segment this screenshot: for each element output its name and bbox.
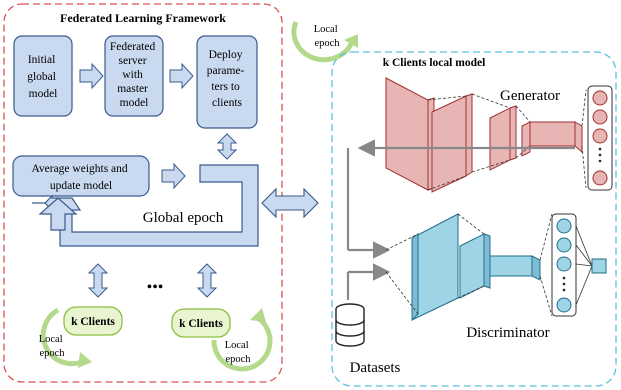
arrow-right-client-updown	[196, 263, 218, 298]
average-weights-label: Average weights and update model	[31, 163, 130, 192]
deploy-parameters-box[interactable]	[196, 35, 258, 129]
arrow-deploy-updown	[216, 133, 238, 160]
initial-model-box[interactable]	[13, 35, 73, 117]
generator-output-column	[587, 85, 613, 191]
initial-model-label: Initial global model	[27, 54, 59, 100]
arrow-server-to-deploy	[169, 62, 194, 90]
arrow-initial-to-server	[79, 62, 104, 90]
generator-network	[385, 77, 583, 193]
database-icon	[335, 303, 365, 347]
federated-server-box[interactable]	[104, 35, 164, 117]
local-epoch-loop-left-head	[78, 352, 92, 368]
discriminator-network	[411, 213, 541, 322]
client-box-right[interactable]	[171, 308, 231, 338]
discriminator-label: Discriminator	[466, 325, 549, 341]
top-local-epoch-loop-head	[344, 34, 358, 48]
fl-framework-border	[3, 3, 283, 383]
arrow-between-panels	[261, 187, 319, 219]
discriminator-output-node	[591, 258, 607, 274]
arrow-into-average	[161, 162, 186, 190]
global-epoch-label: Global epoch	[143, 210, 224, 226]
client-label-right: k Clients	[179, 318, 223, 330]
local-epoch-loop-right	[211, 315, 273, 372]
data-flow-lines	[346, 139, 575, 300]
local-epoch-label-left: Local epoch	[39, 334, 66, 359]
deploy-parameters-label: Deploy parame- ters to clients	[207, 49, 248, 109]
client-label-left: k Clients	[71, 316, 115, 328]
average-weights-box[interactable]	[12, 155, 150, 197]
discriminator-output-column	[551, 213, 577, 317]
local-epoch-loop-left	[40, 307, 88, 367]
discriminator-dashed-links	[385, 213, 553, 317]
federated-server-label: Federated server with master model	[110, 41, 158, 109]
generator-label: Generator	[500, 88, 560, 104]
global-epoch-up-arrow	[38, 197, 78, 231]
top-local-epoch-loop	[291, 21, 355, 63]
global-epoch-loop	[32, 164, 259, 247]
top-local-epoch-label: Local epoch	[314, 24, 341, 49]
local-epoch-loop-right-head	[250, 308, 266, 322]
datasets-label: Datasets	[350, 360, 401, 376]
arrow-left-client-updown	[87, 263, 109, 298]
client-ellipsis: •••	[147, 279, 164, 296]
local-model-title: k Clients local model	[383, 57, 486, 69]
local-model-border	[331, 51, 617, 387]
fl-framework-title: Federated Learning Framework	[60, 11, 226, 25]
client-box-left[interactable]	[63, 306, 123, 336]
discriminator-links-to-output	[575, 225, 593, 306]
local-epoch-label-right: Local epoch	[225, 340, 252, 365]
